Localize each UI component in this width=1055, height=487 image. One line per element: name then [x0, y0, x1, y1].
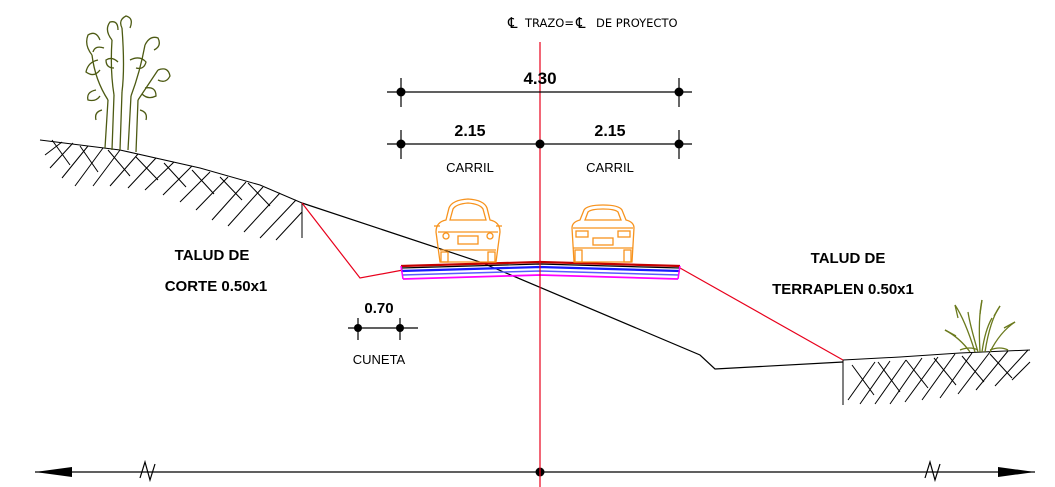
- car-left-icon: [434, 198, 502, 263]
- cut-slope-label-line2: CORTE 0.50x1: [165, 278, 268, 295]
- dimension-ditch: [348, 318, 418, 340]
- cut-slope-label-line1: TALUD DE: [175, 247, 250, 264]
- lane-left-width: 2.15: [454, 123, 485, 140]
- dimension-total-value: 4.30: [523, 69, 556, 88]
- proyecto-text: DE PROYECTO: [596, 16, 678, 30]
- cut-slope-line: [301, 202, 404, 279]
- right-arrow-icon: [998, 467, 1035, 477]
- break-mark-left-icon: [139, 459, 156, 483]
- car-right-icon: [571, 204, 635, 263]
- centerline-symbol-2: ℄: [575, 14, 586, 32]
- ditch-width: 0.70: [364, 300, 393, 317]
- tree-icon: [85, 15, 171, 153]
- lane-right-label: CARRIL: [586, 160, 634, 175]
- left-arrow-icon: [35, 467, 72, 477]
- left-terrain: [39, 139, 303, 241]
- plant-icon: [944, 299, 1016, 353]
- centerline-symbol-1: ℄: [507, 14, 518, 32]
- break-mark-right-icon: [924, 459, 941, 483]
- lane-left-label: CARRIL: [446, 160, 494, 175]
- centerline-header: ℄ TRAZO= ℄ DE PROYECTO: [507, 14, 678, 32]
- fill-slope-label-line1: TALUD DE: [811, 250, 886, 267]
- dimension-total: [387, 78, 692, 107]
- right-terrain: [842, 349, 1031, 405]
- lane-right-width: 2.15: [594, 123, 625, 140]
- fill-slope-label-line2: TERRAPLEN 0.50x1: [772, 281, 914, 298]
- fill-slope-line: [679, 267, 844, 361]
- dimension-lanes: [387, 130, 692, 159]
- original-ground-line: [301, 202, 844, 370]
- bottom-reference-line: [35, 459, 1035, 483]
- trazo-text: TRAZO=: [524, 16, 574, 30]
- ditch-label: CUNETA: [353, 352, 406, 367]
